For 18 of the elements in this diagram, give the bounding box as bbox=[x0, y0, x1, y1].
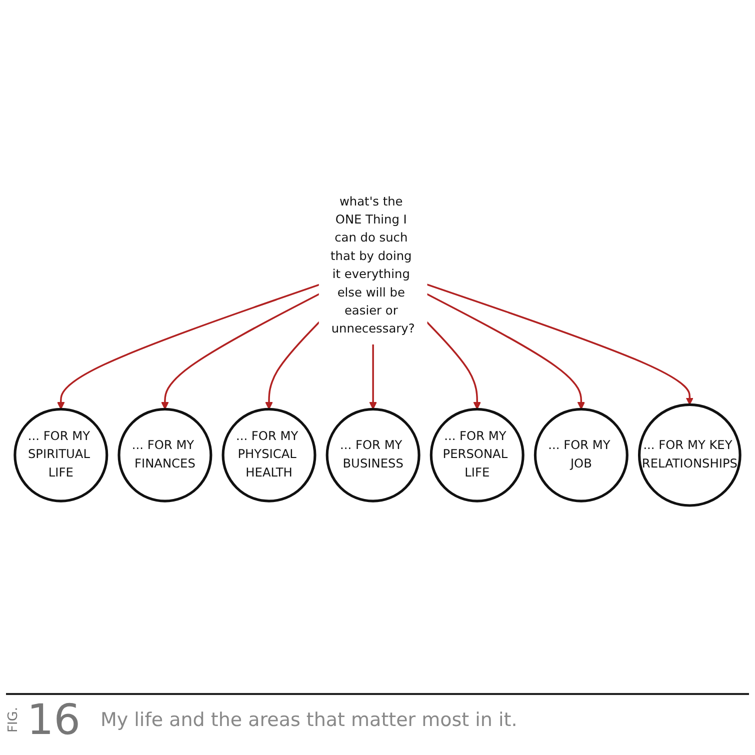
arrow bbox=[426, 293, 585, 410]
node-circle: ... FOR MY JOB bbox=[534, 408, 628, 502]
node-circle: ... FOR MY KEY RELATIONSHIPS bbox=[638, 403, 742, 507]
node-circle: ... FOR MY BUSINESS bbox=[326, 408, 420, 502]
node-text: what's the ONE Thing I can do such that by doing it everything else will be easier or unnecessary? bbox=[330, 194, 415, 336]
node-circle: ... FOR MY PHYSICAL HEALTH bbox=[222, 408, 316, 502]
arrow bbox=[369, 344, 377, 410]
arrow bbox=[57, 284, 320, 410]
node-circle: ... FOR MY PERSONAL LIFE bbox=[430, 408, 524, 502]
arrow bbox=[426, 283, 694, 405]
caption: My life and the areas that matter most in it. bbox=[100, 709, 518, 731]
node-circle: ... FOR MY SPIRITUAL LIFE bbox=[14, 408, 108, 502]
node-circle: ... FOR MY FINANCES bbox=[118, 408, 212, 502]
arrow bbox=[426, 321, 481, 410]
figure-label: FIG. bbox=[6, 707, 21, 733]
arrow bbox=[265, 321, 320, 410]
arrow bbox=[161, 293, 320, 410]
figure-number: 16 bbox=[27, 699, 80, 741]
